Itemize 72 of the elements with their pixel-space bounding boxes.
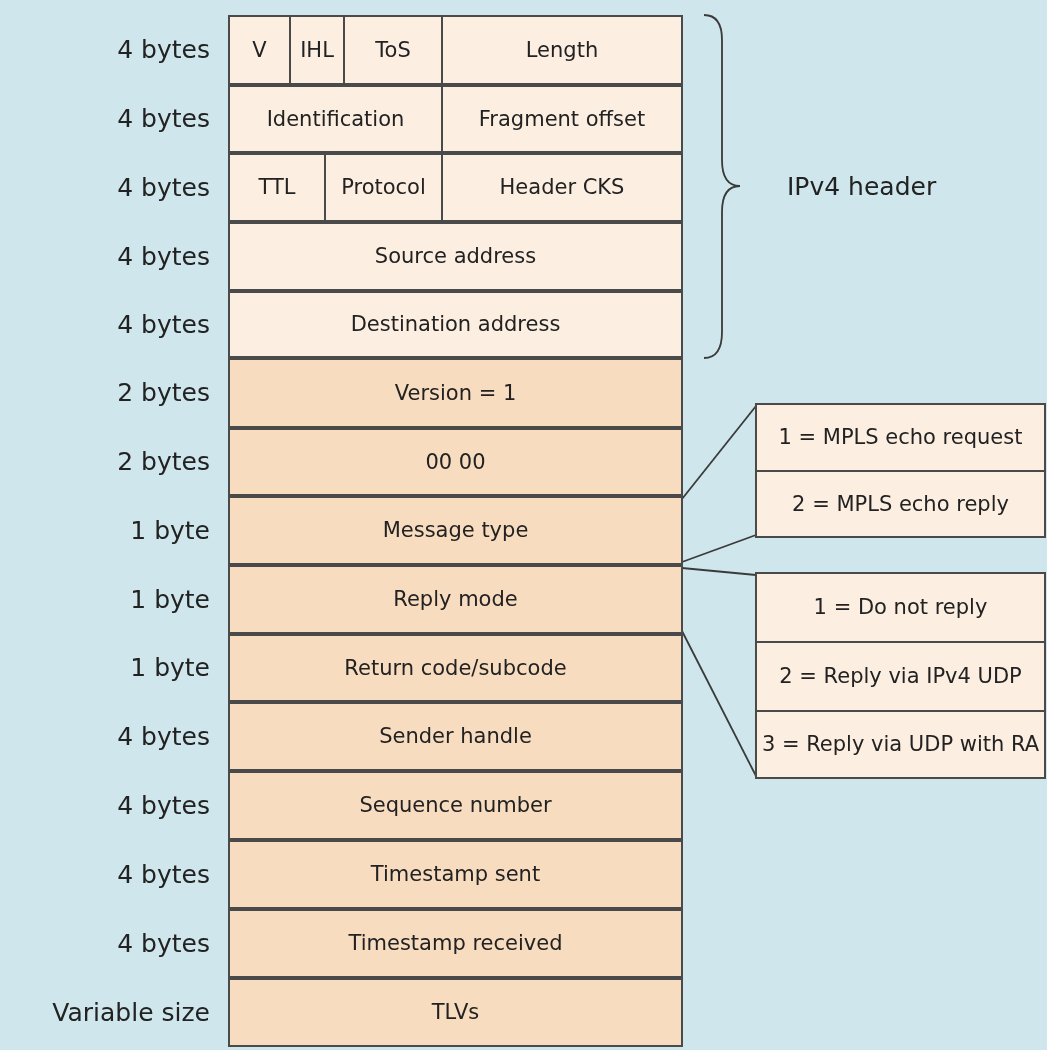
value-description: 1 = MPLS echo request	[777, 426, 1024, 449]
field-name: 00 00	[424, 450, 487, 474]
value-description: 2 = MPLS echo reply	[791, 492, 1010, 516]
field-name: Destination address	[349, 313, 562, 336]
header-field	[441, 85, 683, 153]
header-field	[228, 291, 683, 358]
leader-line	[681, 534, 757, 563]
field-name: V	[251, 38, 268, 62]
header-field	[441, 15, 683, 85]
value-box	[755, 470, 1046, 538]
size-label: 1 byte	[130, 584, 210, 614]
field-name: Timestamp received	[347, 932, 564, 955]
size-label: 1 byte	[130, 653, 210, 682]
header-field	[228, 978, 683, 1047]
field-name: ToS	[374, 38, 412, 62]
header-field	[228, 496, 683, 565]
size-label: 4 bytes	[117, 172, 210, 202]
size-label: 4 bytes	[117, 928, 210, 958]
value-description: 2 = Reply via IPv4 UDP	[778, 665, 1023, 688]
field-name: Fragment offset	[477, 107, 647, 131]
header-field	[228, 909, 683, 978]
size-label: 4 bytes	[117, 35, 210, 64]
field-name: TTL	[257, 176, 297, 199]
header-field	[228, 702, 683, 771]
header-field	[289, 15, 345, 85]
field-name: Header CKS	[498, 176, 626, 199]
header-field	[228, 565, 683, 634]
value-box	[755, 641, 1046, 712]
header-field	[228, 85, 443, 153]
leader-line	[681, 630, 757, 777]
size-label: 4 bytes	[117, 721, 210, 751]
header-field	[228, 153, 326, 222]
size-label: 1 byte	[130, 515, 210, 545]
field-name: Timestamp sent	[369, 863, 542, 886]
field-name: Length	[524, 38, 600, 62]
field-name: TLVs	[430, 1001, 481, 1024]
value-description: 3 = Reply via UDP with RA	[760, 733, 1041, 756]
field-name: Message type	[381, 519, 530, 542]
value-box	[755, 403, 1046, 472]
field-name: Return code/subcode	[343, 656, 568, 680]
header-field	[228, 222, 683, 291]
header-field	[228, 634, 683, 702]
header-field	[228, 358, 683, 428]
header-field	[324, 153, 443, 222]
field-name: IHL	[299, 38, 335, 62]
field-name: Reply mode	[392, 588, 519, 611]
size-label: Variable size	[52, 997, 210, 1027]
size-label: 4 bytes	[117, 104, 210, 133]
size-label: 4 bytes	[117, 309, 210, 339]
field-name: Version = 1	[393, 381, 518, 405]
size-label: 4 bytes	[117, 790, 210, 820]
header-field	[441, 153, 683, 222]
size-label: 2 bytes	[117, 378, 210, 407]
value-description: 1 = Do not reply	[812, 596, 989, 619]
header-field	[228, 428, 683, 496]
header-field	[228, 840, 683, 909]
value-box	[755, 572, 1046, 643]
size-label: 2 bytes	[117, 447, 210, 476]
leader-line	[681, 405, 757, 500]
leader-line	[681, 567, 757, 576]
header-field	[343, 15, 443, 85]
header-field	[228, 771, 683, 840]
section-label: IPv4 header	[787, 172, 937, 201]
field-name: Sender handle	[378, 725, 533, 748]
field-name: Sequence number	[358, 794, 553, 817]
field-name: Identification	[265, 107, 406, 131]
field-name: Source address	[373, 245, 538, 268]
value-box	[755, 710, 1046, 779]
size-label: 4 bytes	[117, 859, 210, 889]
size-label: 4 bytes	[117, 241, 210, 271]
field-name: Protocol	[340, 176, 427, 199]
header-field	[228, 15, 291, 85]
